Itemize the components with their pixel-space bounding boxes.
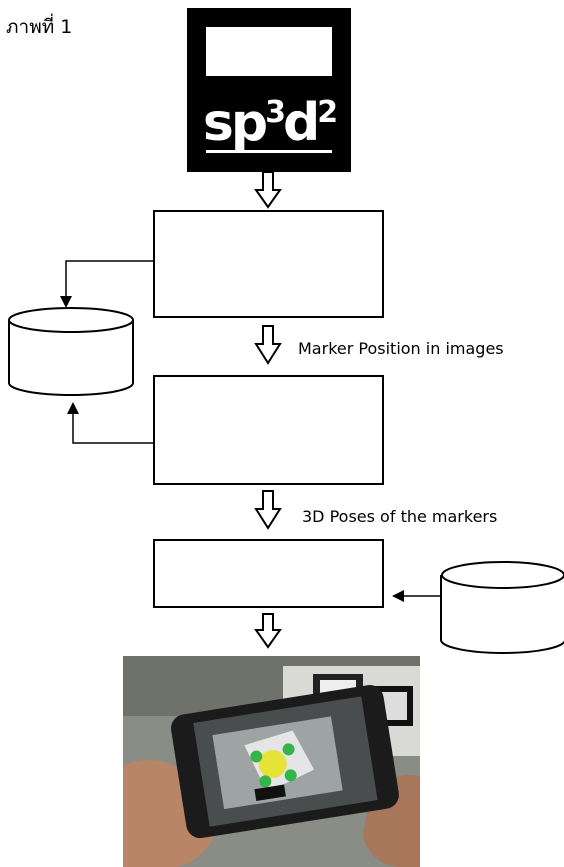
process-box-3: [153, 539, 384, 608]
connector-box2-to-db: [72, 412, 153, 444]
marker-base: sp: [202, 93, 268, 153]
marker-mid: d: [282, 93, 320, 153]
marker-sup1: 3: [265, 95, 286, 130]
marker-label: sp3d2: [201, 76, 338, 153]
process-box-1: [153, 210, 384, 318]
figure-caption: ภาพที่ 1: [6, 16, 73, 38]
annotation-3d-poses: 3D Poses of the markers: [302, 507, 498, 526]
hollow-arrow-1: [254, 171, 282, 209]
annotation-marker-position: Marker Position in images: [298, 339, 504, 358]
arrowhead-up: [67, 402, 79, 414]
photo-illustration: [123, 656, 420, 867]
hollow-arrow-2: [254, 325, 282, 365]
connector-box1-to-db: [65, 260, 153, 298]
arrowhead-down: [60, 296, 72, 308]
hollow-arrow-3: [254, 490, 282, 530]
hollow-arrow-4: [254, 613, 282, 649]
smartphone-ar-photo: [123, 656, 420, 867]
process-box-2: [153, 375, 384, 485]
arrowhead-left: [392, 590, 404, 602]
database-left-icon: [8, 307, 134, 396]
marker-image: sp3d2: [187, 8, 351, 172]
database-right-icon: [440, 561, 564, 654]
marker-sup2: 2: [317, 95, 338, 130]
